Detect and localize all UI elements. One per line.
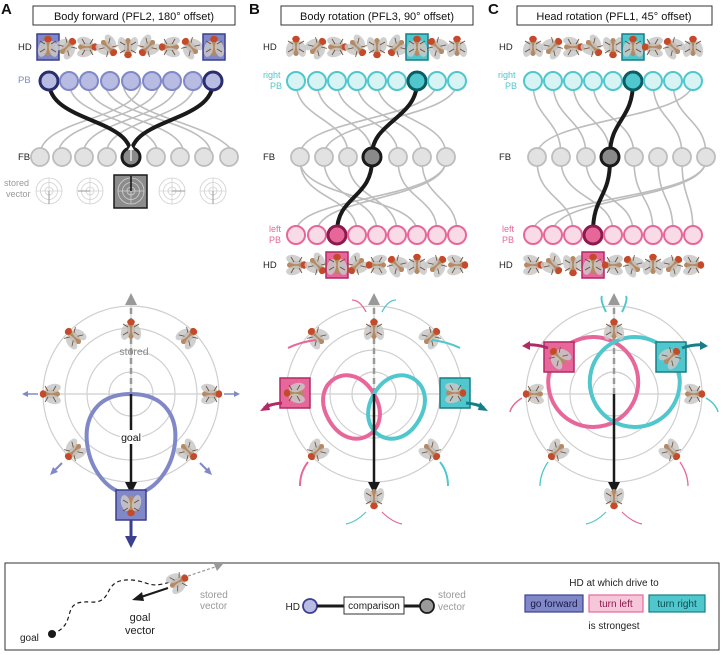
goal-label-a: goal <box>121 432 141 444</box>
left-pb-label-b-1: left <box>269 224 282 234</box>
right-pb-label-c-2: PB <box>505 81 517 91</box>
panel-title-c: Head rotation (PFL1, 45° offset) <box>536 11 691 23</box>
title-box-b <box>280 5 474 26</box>
right-pb-label-c-1: right <box>498 70 516 80</box>
pb-node-row-a <box>38 70 224 92</box>
title-box-a <box>32 5 236 26</box>
legend-stored-vector-4: vector <box>438 602 466 613</box>
left-pb-label-b-2: PB <box>269 235 281 245</box>
legend-turn-right: turn right <box>657 599 697 610</box>
fb-node-row-a <box>30 146 239 168</box>
left-pb-node-row-b <box>286 224 467 246</box>
left-pb-label-c-2: PB <box>502 235 514 245</box>
legend-comparison: comparison <box>348 601 400 612</box>
legend-goal-vector-2: vector <box>125 625 155 637</box>
fb-label-a: FB <box>18 152 30 163</box>
panel-letter-b: B <box>249 1 260 18</box>
panel-title-b: Body rotation (PFL3, 90° offset) <box>300 11 454 23</box>
pb-label-a: PB <box>18 75 31 86</box>
legend-stored-vector-2: vector <box>200 601 228 612</box>
hd-label-c-bottom: HD <box>499 260 513 271</box>
panel-letter-a: A <box>1 1 12 18</box>
hd-fly-row-a <box>36 30 226 64</box>
polar-plot-a: stored goal <box>22 293 240 548</box>
right-pb-label-b-1: right <box>263 70 281 80</box>
legend-goal-vector-1: goal <box>130 612 151 624</box>
hd-fly-row-c <box>521 30 705 64</box>
hd-fly-row-b <box>284 30 469 64</box>
hd-label-c-top: HD <box>499 42 513 53</box>
right-pb-label-b-2: PB <box>270 81 282 91</box>
right-pb-node-row-c <box>523 70 703 92</box>
legend-stored-vector-1: stored <box>200 590 228 601</box>
stored-vector-row <box>35 174 227 209</box>
legend-hd-label: HD <box>286 602 300 613</box>
panel-letter-c: C <box>488 1 499 18</box>
legend-strongest-heading: HD at which drive to <box>569 578 659 589</box>
legend-go-forward: go forward <box>530 599 577 610</box>
hd-fly-row-b-bottom <box>284 248 469 282</box>
stored-label-a: stored <box>119 346 148 358</box>
legend-stored-vector-3: stored <box>438 590 466 601</box>
legend-panel: goal goal vector stored vector HD compar… <box>4 562 720 651</box>
fb-node-row-c <box>527 146 716 168</box>
hd-label-a: HD <box>18 42 32 53</box>
fb-label-c: FB <box>499 152 511 163</box>
title-box-c <box>516 5 713 26</box>
stored-vector-label-line2: vector <box>6 189 31 199</box>
hd-fly-row-c-bottom <box>521 248 705 282</box>
left-pb-node-row-c <box>523 224 703 246</box>
panel-c-circuit: HD right PB FB left PB HD <box>498 30 716 282</box>
panel-title-a: Body forward (PFL2, 180° offset) <box>54 11 214 23</box>
right-pb-node-row-b <box>286 70 467 92</box>
legend-goal-label: goal <box>20 633 39 644</box>
fb-label-b: FB <box>263 152 275 163</box>
legend-turn-left: turn left <box>599 599 633 610</box>
polar-plot-b <box>260 293 488 525</box>
fb-node-row-b <box>290 146 456 168</box>
stored-vector-label-line1: stored <box>4 178 29 188</box>
left-pb-label-c-1: left <box>502 224 515 234</box>
panel-b-circuit: HD right PB FB left PB HD <box>263 30 469 282</box>
legend-strongest-footer: is strongest <box>588 621 639 632</box>
polar-plot-c <box>509 293 719 525</box>
panel-a-circuit: HD PB FB stored vector <box>4 30 239 209</box>
hd-label-b-top: HD <box>263 42 277 53</box>
hd-label-b-bottom: HD <box>263 260 277 271</box>
